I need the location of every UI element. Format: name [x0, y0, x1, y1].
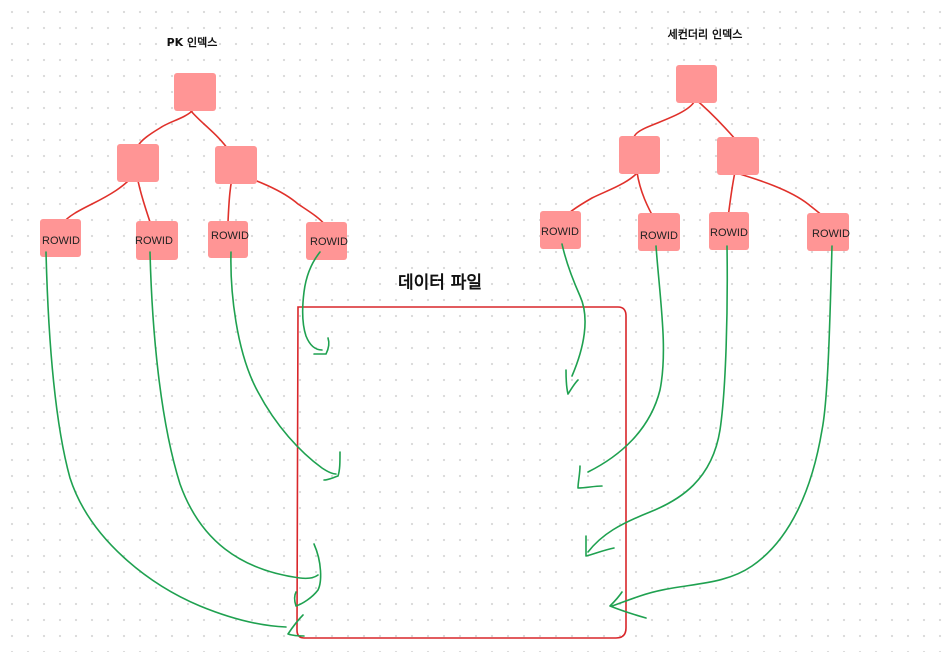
- data-file-title: 데이터 파일: [398, 273, 482, 293]
- pk-pointer-arrow-1: [45, 251, 305, 637]
- pk-leaf-4: ROWID: [306, 222, 348, 260]
- secondary-rowid-label-1: ROWID: [541, 226, 579, 238]
- pk-pointer-arrows: [45, 251, 341, 637]
- pk-index-title: PK 인덱스: [167, 35, 218, 49]
- secondary-pointer-arrow-3: [585, 245, 729, 557]
- pk-rowid-label-2: ROWID: [135, 235, 173, 247]
- secondary-branch-node-1: [619, 136, 660, 174]
- pk-pointer-arrow-2: [149, 251, 322, 607]
- secondary-branch-node-2: [717, 137, 759, 175]
- secondary-index-tree: ROWID ROWID ROWID ROWID: [540, 65, 850, 251]
- pk-branch-node-1: [117, 144, 159, 182]
- secondary-root-node: [676, 65, 717, 103]
- secondary-leaf-3: ROWID: [709, 212, 749, 250]
- secondary-leaf-4: ROWID: [807, 213, 850, 251]
- secondary-leaf-1: ROWID: [540, 211, 581, 249]
- pk-rowid-label-1: ROWID: [42, 235, 80, 247]
- secondary-pointer-arrow-4: [609, 245, 833, 619]
- pk-leaf-3: ROWID: [208, 221, 249, 258]
- data-file-box: [296, 306, 627, 639]
- secondary-rowid-label-4: ROWID: [812, 228, 850, 240]
- secondary-pointer-arrows: [561, 243, 833, 619]
- secondary-rowid-label-3: ROWID: [710, 227, 748, 239]
- secondary-pointer-arrow-2: [577, 245, 665, 489]
- pk-leaf-1: ROWID: [40, 219, 81, 257]
- pk-rowid-label-4: ROWID: [310, 236, 348, 248]
- pk-pointer-arrow-4: [301, 251, 330, 355]
- pk-branch-node-2: [215, 146, 257, 184]
- secondary-leaf-2: ROWID: [638, 213, 680, 251]
- secondary-index-title: 세컨더리 인덱스: [668, 27, 743, 41]
- pk-pointer-arrow-3: [230, 251, 341, 481]
- secondary-rowid-label-2: ROWID: [640, 230, 678, 242]
- secondary-pointer-arrow-1: [561, 243, 586, 395]
- pk-leaf-2: ROWID: [135, 221, 178, 260]
- pk-index-tree: ROWID ROWID ROWID ROWID: [40, 73, 348, 260]
- secondary-index-edges: [561, 97, 830, 223]
- pk-rowid-label-3: ROWID: [211, 230, 249, 242]
- pk-root-node: [174, 73, 216, 111]
- pk-index-edges: [61, 109, 327, 229]
